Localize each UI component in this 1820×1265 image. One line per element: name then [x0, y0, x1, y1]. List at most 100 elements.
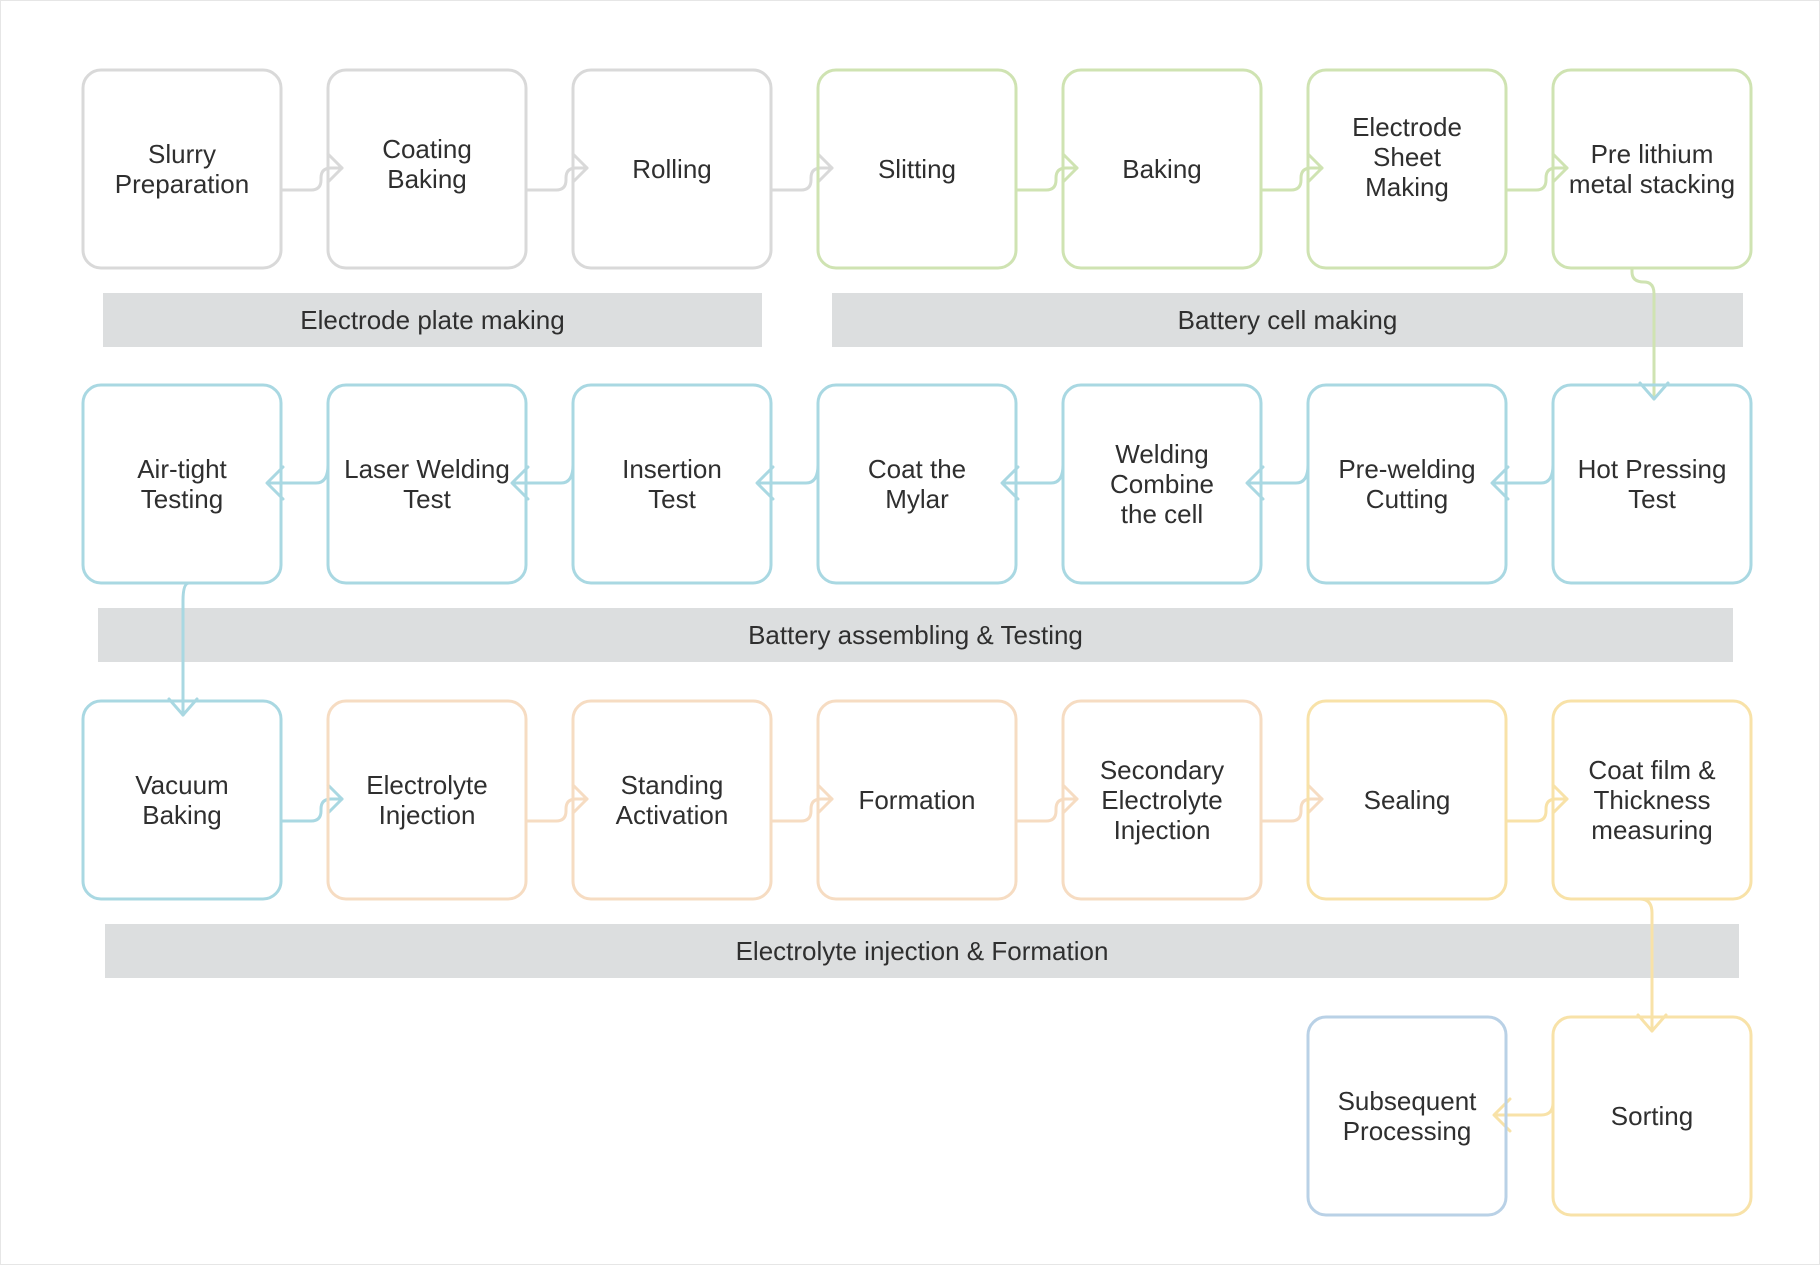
- arrow-head: [1551, 783, 1569, 815]
- step-label-line: Sorting: [1611, 1101, 1693, 1131]
- band-electrode-plate: Electrode plate making: [103, 293, 762, 347]
- arrow-head: [510, 465, 530, 501]
- band-background: [105, 924, 1739, 978]
- step-label-line: Pre lithium: [1591, 139, 1714, 169]
- step-label-line: Injection: [1114, 815, 1211, 845]
- step-label-line: Sealing: [1364, 785, 1451, 815]
- step-label-line: Coat the: [868, 454, 966, 484]
- step-label-line: Test: [1628, 484, 1676, 514]
- connector-line: [769, 166, 834, 252]
- connector-line: [524, 797, 589, 883]
- step-label-line: Injection: [379, 800, 476, 830]
- step-box: [1551, 383, 1753, 585]
- step-box: [816, 383, 1018, 585]
- band-injection-formation: Electrolyte injection & Formation: [105, 924, 1739, 978]
- connector-line: [1492, 423, 1555, 485]
- connector-line: [279, 797, 344, 883]
- step-box: [81, 699, 283, 901]
- step-box: [1061, 699, 1263, 901]
- connector-line: [757, 423, 820, 485]
- step-label-line: Sheet: [1373, 142, 1442, 172]
- step-box: [571, 383, 773, 585]
- step-label-line: Rolling: [632, 154, 712, 184]
- arrow-head: [326, 152, 344, 184]
- arrow-head: [571, 783, 589, 815]
- step-box: [816, 68, 1018, 270]
- step-label-line: Preparation: [115, 169, 249, 199]
- step-box: [1551, 1015, 1753, 1217]
- connector-line: [1247, 423, 1310, 485]
- step-label-line: Coating: [382, 134, 472, 164]
- arrow-head: [167, 697, 199, 717]
- step-sealing: Sealing: [1306, 699, 1508, 901]
- step-box: [1551, 699, 1753, 901]
- step-label-line: Coat film &: [1588, 755, 1715, 785]
- step-label-line: Cutting: [1366, 484, 1448, 514]
- band-assembling: Battery assembling & Testing: [98, 608, 1733, 662]
- band-background: [832, 293, 1743, 347]
- step-label-line: metal stacking: [1569, 169, 1735, 199]
- step-label-line: Activation: [616, 800, 729, 830]
- step-box: [326, 383, 528, 585]
- step-box: [326, 699, 528, 901]
- band-background: [103, 293, 762, 347]
- step-label-line: Vacuum: [135, 770, 228, 800]
- step-label-line: Standing: [621, 770, 724, 800]
- arrow-head: [1551, 152, 1569, 184]
- step-label-line: Test: [403, 484, 451, 514]
- step-label-line: Subsequent: [1338, 1086, 1478, 1116]
- step-box: [1306, 68, 1508, 270]
- arrow-head: [1636, 1013, 1668, 1033]
- band-label: Electrolyte injection & Formation: [736, 936, 1109, 966]
- step-label-line: Baking: [1122, 154, 1202, 184]
- step-rolling: Rolling: [571, 68, 773, 270]
- arrow-head: [816, 783, 834, 815]
- arrow-head: [571, 152, 589, 184]
- step-box: [81, 68, 283, 270]
- step-label-line: the cell: [1121, 499, 1203, 529]
- connector-line: [1630, 266, 1656, 401]
- step-label-line: Insertion: [622, 454, 722, 484]
- step-slitting: Slitting: [816, 68, 1018, 270]
- step-label-line: Pre-welding: [1338, 454, 1475, 484]
- connector-line: [1504, 797, 1569, 883]
- step-label-line: Combine: [1110, 469, 1214, 499]
- step-label-line: Electrolyte: [1101, 785, 1222, 815]
- arrow-head: [1638, 381, 1670, 401]
- step-box: [816, 699, 1018, 901]
- step-box: [571, 699, 773, 901]
- step-label-line: Slurry: [148, 139, 216, 169]
- step-box: [326, 68, 528, 270]
- step-box: [1061, 383, 1263, 585]
- step-label-line: Formation: [858, 785, 975, 815]
- step-label-line: measuring: [1591, 815, 1712, 845]
- band-label: Electrode plate making: [300, 305, 564, 335]
- step-label-line: Laser Welding: [344, 454, 510, 484]
- step-label-line: Electrode: [1352, 112, 1462, 142]
- step-label-line: Processing: [1343, 1116, 1472, 1146]
- step-label-line: Baking: [142, 800, 222, 830]
- arrow-head: [755, 465, 775, 501]
- connector-line: [524, 166, 589, 252]
- step-box: [1061, 68, 1263, 270]
- step-box: [81, 383, 283, 585]
- arrow-head: [1306, 783, 1324, 815]
- step-label-line: Mylar: [885, 484, 949, 514]
- step-label-line: Welding: [1115, 439, 1208, 469]
- connector-line: [279, 166, 344, 252]
- connector-line: [1014, 797, 1079, 883]
- step-label-line: Testing: [141, 484, 223, 514]
- connector-line: [512, 423, 575, 485]
- arrow-head: [1245, 465, 1265, 501]
- arrow-head: [326, 783, 344, 815]
- connector-line: [1014, 166, 1079, 252]
- arrow-head: [816, 152, 834, 184]
